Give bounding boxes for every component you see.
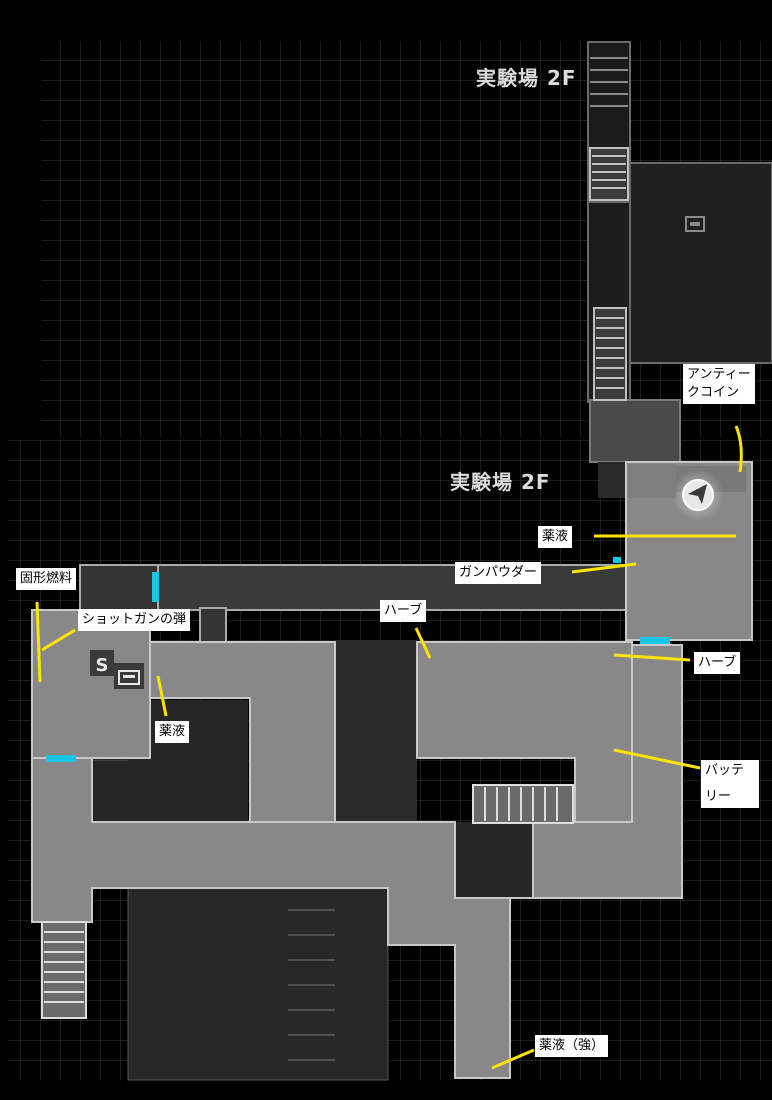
floor-title-upper: 実験場 2F — [476, 66, 577, 90]
item-label-line: ショットガンの弾 — [82, 612, 187, 627]
item-label-battery: バッテ リー — [701, 760, 759, 808]
stairs-icon — [41, 921, 87, 1019]
save-marker-bg — [90, 650, 114, 676]
item-label-line: リー — [705, 789, 732, 804]
stairs-icon — [596, 317, 624, 389]
dark-room-bottom — [127, 887, 389, 1081]
pointer-medicine-2 — [156, 675, 168, 717]
pointer-shotgun-shells — [41, 628, 76, 652]
pointer-strong-medicine — [491, 1048, 535, 1070]
item-label-line: ハーブ — [384, 603, 423, 618]
item-label-antique-coin: アンティー クコイン — [683, 364, 755, 404]
save-typewriter-icon: S — [96, 655, 109, 676]
item-label-medicine-1: 薬液 — [538, 526, 573, 548]
pointer-battery — [613, 748, 701, 770]
item-label-line: 薬液 — [159, 724, 186, 739]
item-label-line: ハーブ — [698, 655, 737, 670]
item-label-line: ガンパウダー — [459, 565, 538, 580]
door — [46, 755, 76, 762]
door — [152, 572, 159, 602]
upper-large-room — [629, 162, 772, 364]
item-label-herb-1: ハーブ — [380, 600, 427, 622]
item-label-solid-fuel: 固形燃料 — [16, 568, 77, 590]
door — [640, 637, 670, 644]
east-room-shade — [628, 464, 676, 498]
item-label-line: 薬液 — [542, 529, 569, 544]
pointer-herb-2 — [613, 653, 691, 662]
item-label-strong-medicine: 薬液（強） — [535, 1035, 609, 1057]
pointer-herb-1 — [414, 627, 432, 659]
item-label-gunpowder: ガンパウダー — [455, 562, 542, 584]
floor-title-lower: 実験場 2F — [450, 470, 551, 494]
door — [613, 557, 621, 563]
pointer-solid-fuel — [35, 601, 42, 683]
upper-stairs-b — [593, 307, 627, 401]
item-pointers — [35, 425, 743, 1070]
dark-room-middle — [335, 640, 417, 822]
upper-landing — [589, 399, 681, 463]
stairs-icon — [592, 155, 626, 189]
corridor-stub — [199, 607, 227, 643]
lower-stairs-dark — [288, 909, 335, 1061]
dark-room-center — [455, 822, 533, 898]
item-label-line: バッテ — [705, 763, 745, 778]
lower-floor-map: S — [31, 461, 753, 1081]
top-corridor-west — [79, 564, 159, 611]
item-box-icon-slot — [690, 222, 700, 226]
item-box-icon — [118, 670, 140, 685]
item-label-shotgun-shells: ショットガンの弾 — [78, 609, 191, 631]
item-label-herb-2: ハーブ — [694, 652, 741, 674]
item-label-line: 固形燃料 — [20, 571, 73, 586]
pointer-gunpowder — [571, 562, 637, 574]
item-label-line: 薬液（強） — [539, 1038, 605, 1053]
main-hall — [31, 644, 683, 1079]
central-room — [416, 641, 633, 823]
pointer-antique-coin — [734, 425, 743, 473]
item-box-icon — [685, 216, 705, 232]
player-arrow — [688, 484, 707, 504]
dark-room-west — [91, 759, 133, 823]
item-label-line: アンティー — [687, 367, 751, 382]
item-label-line: クコイン — [687, 385, 740, 400]
item-label-medicine-2: 薬液 — [155, 721, 190, 743]
stairs-icon — [590, 57, 628, 107]
